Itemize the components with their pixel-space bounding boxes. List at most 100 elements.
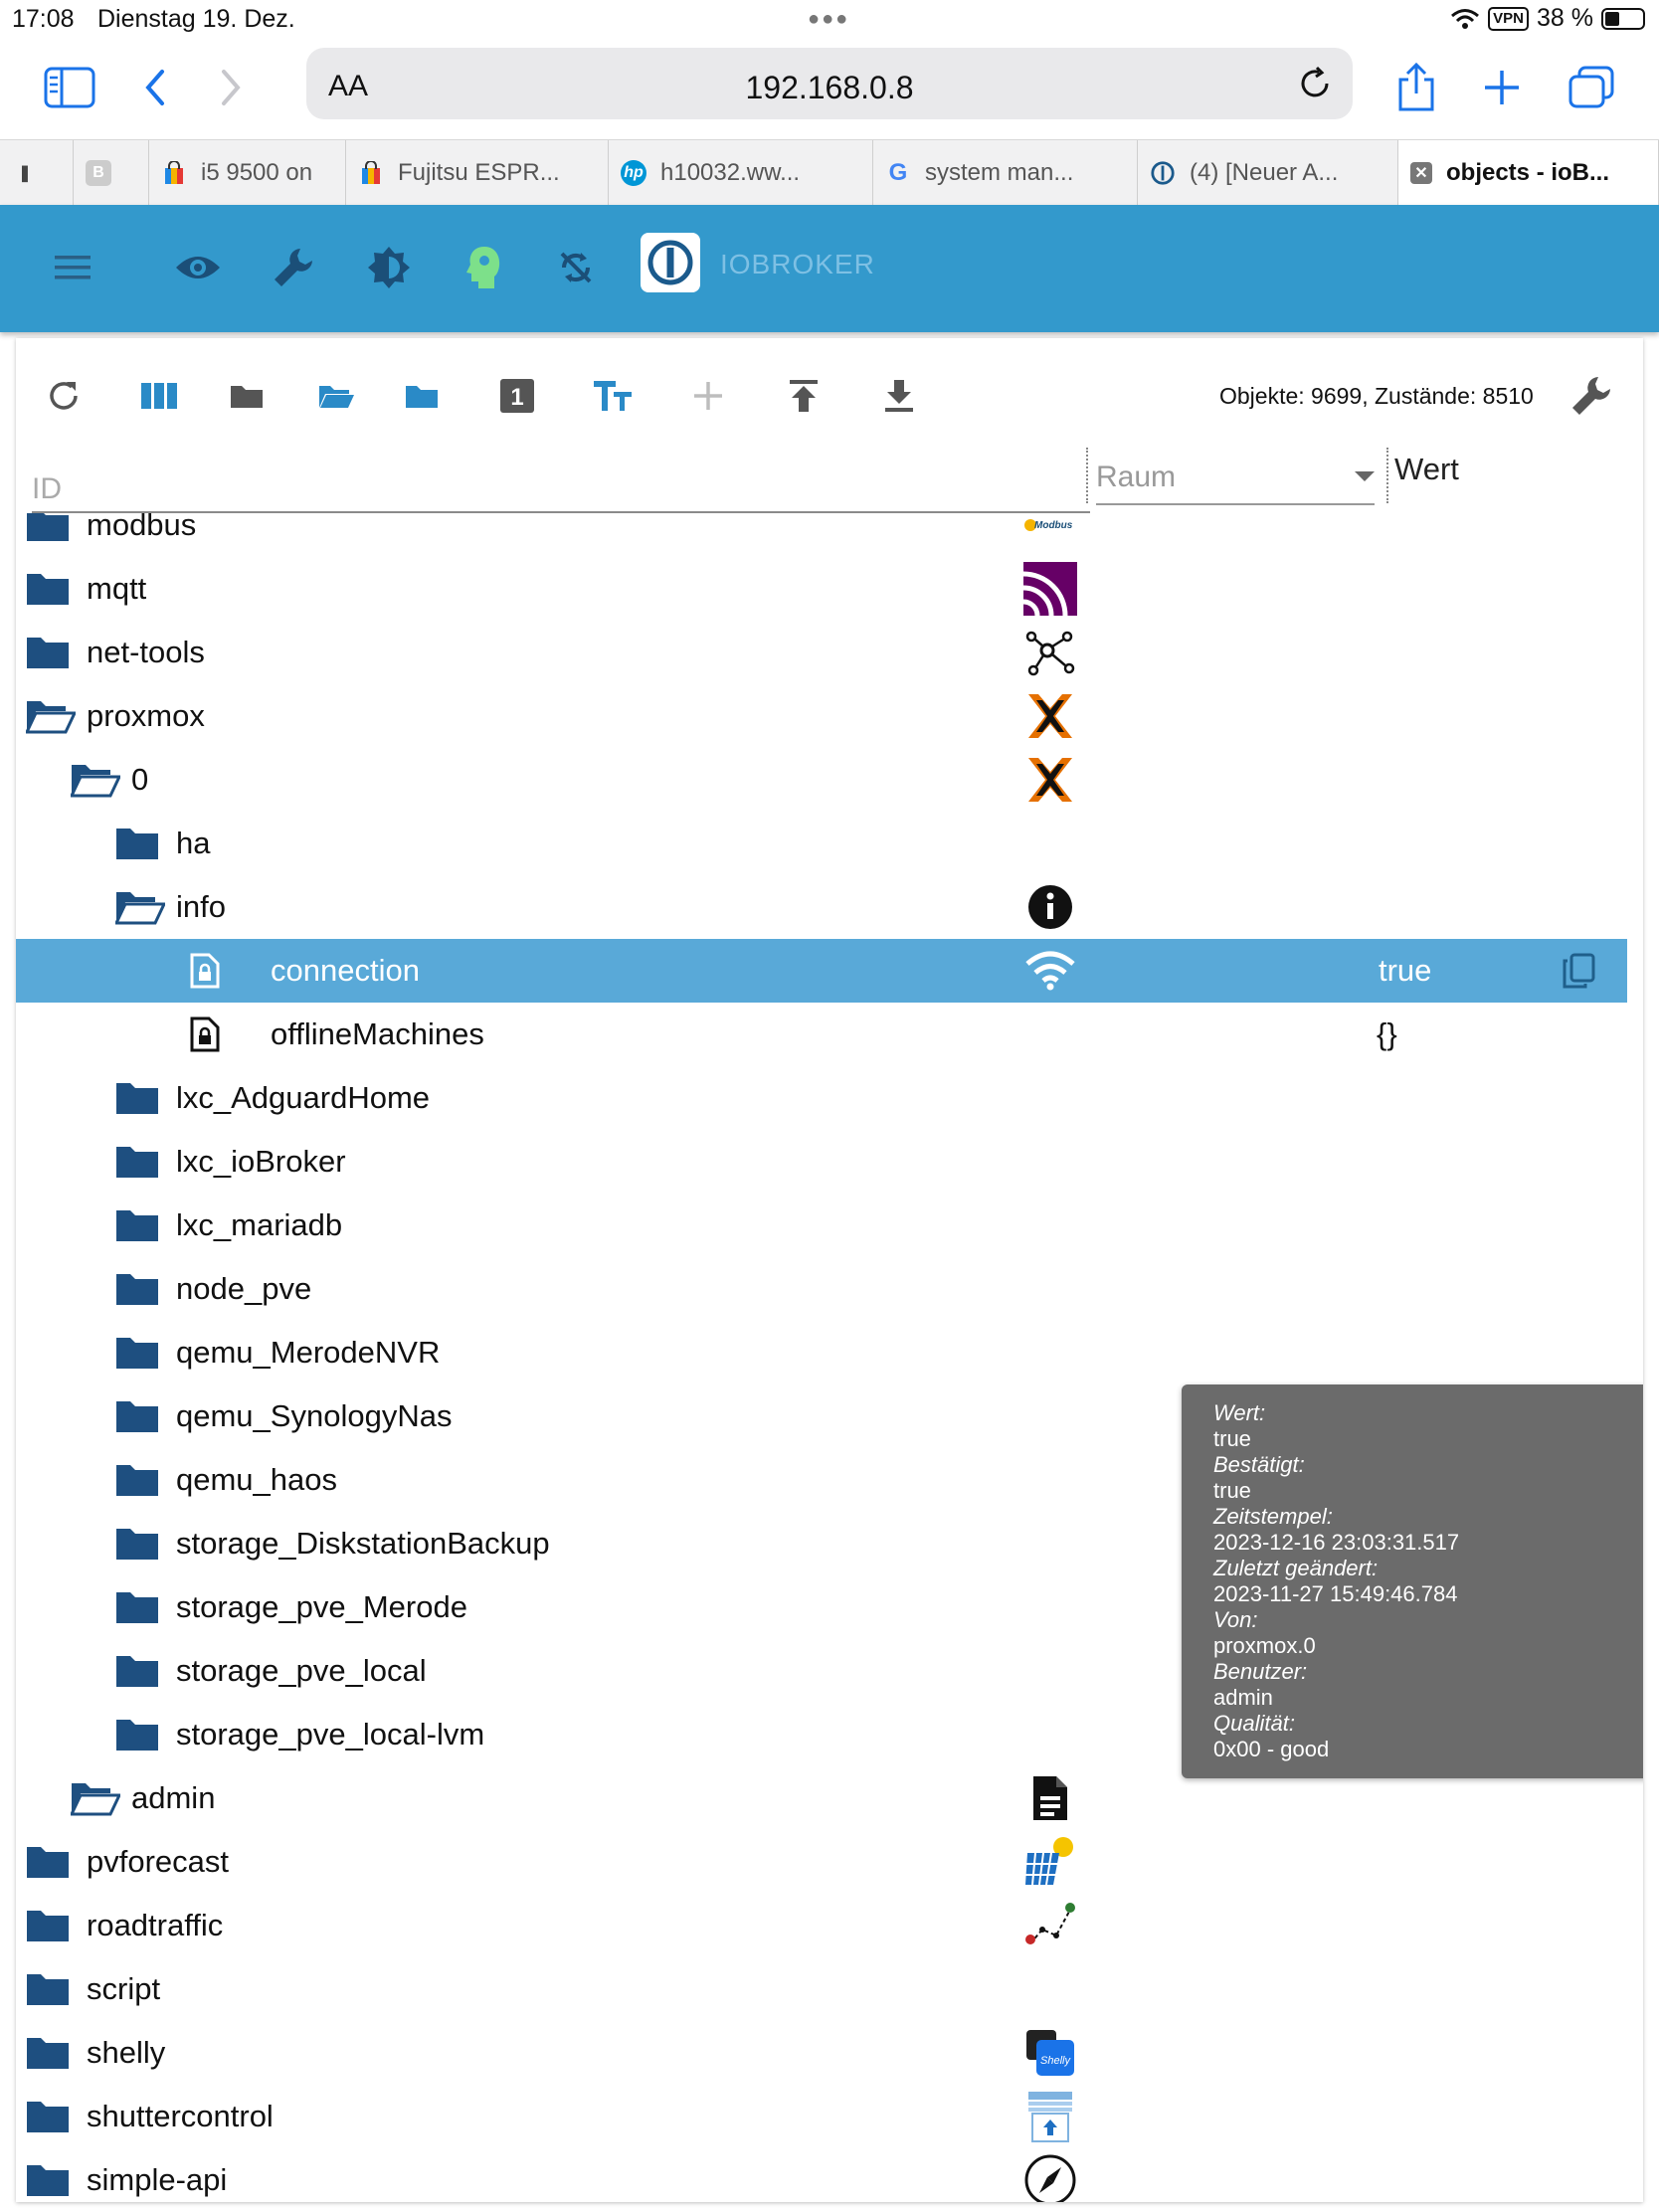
sync-disabled-icon[interactable] — [551, 243, 601, 292]
level-one-icon[interactable]: 1 — [489, 368, 545, 424]
tree-row[interactable]: lxc_mariadb — [16, 1194, 1627, 1257]
add-icon[interactable] — [680, 368, 736, 424]
tab-7-active[interactable]: ✕objects - ioB... — [1398, 140, 1659, 206]
tree-row[interactable]: info — [16, 875, 1627, 939]
tree-row[interactable]: node_pve — [16, 1257, 1627, 1321]
folder-expand-icon[interactable] — [394, 368, 450, 424]
value-cell[interactable]: {} — [1377, 1016, 1397, 1051]
folder-icon[interactable] — [115, 1207, 159, 1243]
tab-0[interactable]: ❚ — [0, 140, 74, 206]
iobroker-logo-icon[interactable] — [641, 233, 700, 292]
tab-1[interactable]: B — [74, 140, 149, 206]
tab-overview-icon[interactable] — [1562, 58, 1621, 117]
back-icon[interactable] — [125, 58, 185, 117]
menu-icon[interactable] — [48, 243, 97, 292]
folder-icon[interactable] — [115, 1653, 159, 1689]
tree-row[interactable]: storage_pve_local-lvm — [16, 1703, 1627, 1766]
room-filter-select[interactable]: Raum — [1086, 448, 1388, 505]
folder-icon[interactable] — [115, 1144, 159, 1180]
tree-row[interactable]: roadtraffic — [16, 1894, 1627, 1957]
folder-open-icon[interactable] — [26, 698, 76, 734]
tree-row[interactable]: offlineMachines{} — [16, 1003, 1627, 1066]
folder-icon[interactable] — [115, 826, 159, 861]
tooltip-key: Von: — [1213, 1607, 1258, 1632]
new-tab-icon[interactable] — [1472, 58, 1532, 117]
url-text[interactable]: 192.168.0.8 — [745, 70, 914, 105]
tree-label: 0 — [131, 762, 149, 797]
tree-row[interactable]: lxc_AdguardHome — [16, 1066, 1627, 1130]
tree-row[interactable]: pvforecast — [16, 1830, 1627, 1894]
tree-row[interactable]: net-tools — [16, 621, 1627, 684]
head-icon[interactable] — [460, 243, 509, 292]
refresh-icon[interactable] — [36, 368, 92, 424]
forward-icon[interactable] — [201, 58, 261, 117]
reader-options-button[interactable]: AA — [328, 70, 369, 102]
file-lock-icon[interactable] — [190, 1016, 234, 1052]
share-icon[interactable] — [1386, 58, 1446, 117]
id-filter-input[interactable]: ID — [32, 458, 1090, 513]
folder-icon[interactable] — [115, 1080, 159, 1116]
tree-row[interactable]: admin — [16, 1766, 1627, 1830]
folder-icon[interactable] — [26, 571, 70, 607]
brightness-icon[interactable] — [364, 243, 414, 292]
close-icon[interactable]: ✕ — [1410, 162, 1432, 184]
folder-open-icon[interactable] — [71, 1780, 120, 1816]
sidebar-toggle-icon[interactable] — [40, 58, 99, 117]
folder-icon[interactable] — [115, 1271, 159, 1307]
value-cell[interactable]: true — [1379, 953, 1432, 988]
tab-3[interactable]: Fujitsu ESPR... — [346, 140, 609, 206]
folder-icon[interactable] — [26, 2099, 70, 2134]
reload-icon[interactable] — [1297, 66, 1333, 101]
folder-icon[interactable] — [115, 1462, 159, 1498]
tree-row[interactable]: proxmox — [16, 684, 1627, 748]
multitasking-dots-icon[interactable]: ●●● — [808, 8, 850, 30]
folder-open-icon[interactable] — [71, 762, 120, 798]
download-icon[interactable] — [871, 368, 927, 424]
tree-row[interactable]: 0 — [16, 748, 1627, 812]
folder-icon[interactable] — [115, 1526, 159, 1562]
file-lock-icon[interactable] — [190, 953, 234, 989]
upload-icon[interactable] — [776, 368, 831, 424]
folder-open-icon[interactable] — [115, 889, 165, 925]
tree-row[interactable]: storage_pve_local — [16, 1639, 1627, 1703]
folder-icon[interactable] — [26, 1844, 70, 1880]
tree-row[interactable]: storage_pve_Merode — [16, 1575, 1627, 1639]
tooltip-key: Zeitstempel: — [1213, 1504, 1333, 1529]
folder-icon[interactable] — [115, 1398, 159, 1434]
tree-row[interactable]: storage_DiskstationBackup — [16, 1512, 1627, 1575]
folder-collapse-icon[interactable] — [219, 368, 275, 424]
tree-row[interactable]: simple-api — [16, 2148, 1627, 2202]
tree-row[interactable]: qemu_haos — [16, 1448, 1627, 1512]
folder-icon[interactable] — [26, 1908, 70, 1943]
folder-icon[interactable] — [115, 1335, 159, 1371]
folder-icon[interactable] — [26, 1971, 70, 2007]
eye-icon[interactable] — [173, 243, 223, 292]
folder-icon[interactable] — [26, 635, 70, 670]
columns-icon[interactable] — [131, 368, 187, 424]
tree-row[interactable]: qemu_SynologyNas — [16, 1384, 1627, 1448]
settings-wrench-icon[interactable] — [1564, 368, 1619, 424]
text-size-icon[interactable] — [585, 368, 641, 424]
address-bar[interactable]: AA 192.168.0.8 — [306, 48, 1353, 119]
copy-icon[interactable] — [1562, 953, 1595, 989]
tree-row[interactable]: qemu_MerodeNVR — [16, 1321, 1627, 1384]
tree-row[interactable]: lxc_ioBroker — [16, 1130, 1627, 1194]
folder-icon[interactable] — [26, 2035, 70, 2071]
tab-2[interactable]: i5 9500 on — [149, 140, 346, 206]
folder-icon[interactable] — [115, 1717, 159, 1752]
tree-row[interactable]: script — [16, 1957, 1627, 2021]
folder-open-icon[interactable] — [308, 368, 364, 424]
folder-icon[interactable] — [115, 1589, 159, 1625]
wrench-icon[interactable] — [269, 243, 318, 292]
tab-6[interactable]: (4) [Neuer A... — [1138, 140, 1398, 206]
tree-row[interactable]: mqtt — [16, 557, 1627, 621]
folder-icon[interactable] — [26, 513, 70, 543]
folder-icon[interactable] — [26, 2162, 70, 2198]
tree-row[interactable]: shuttercontrol — [16, 2085, 1627, 2148]
tree-row[interactable]: ha — [16, 812, 1627, 875]
